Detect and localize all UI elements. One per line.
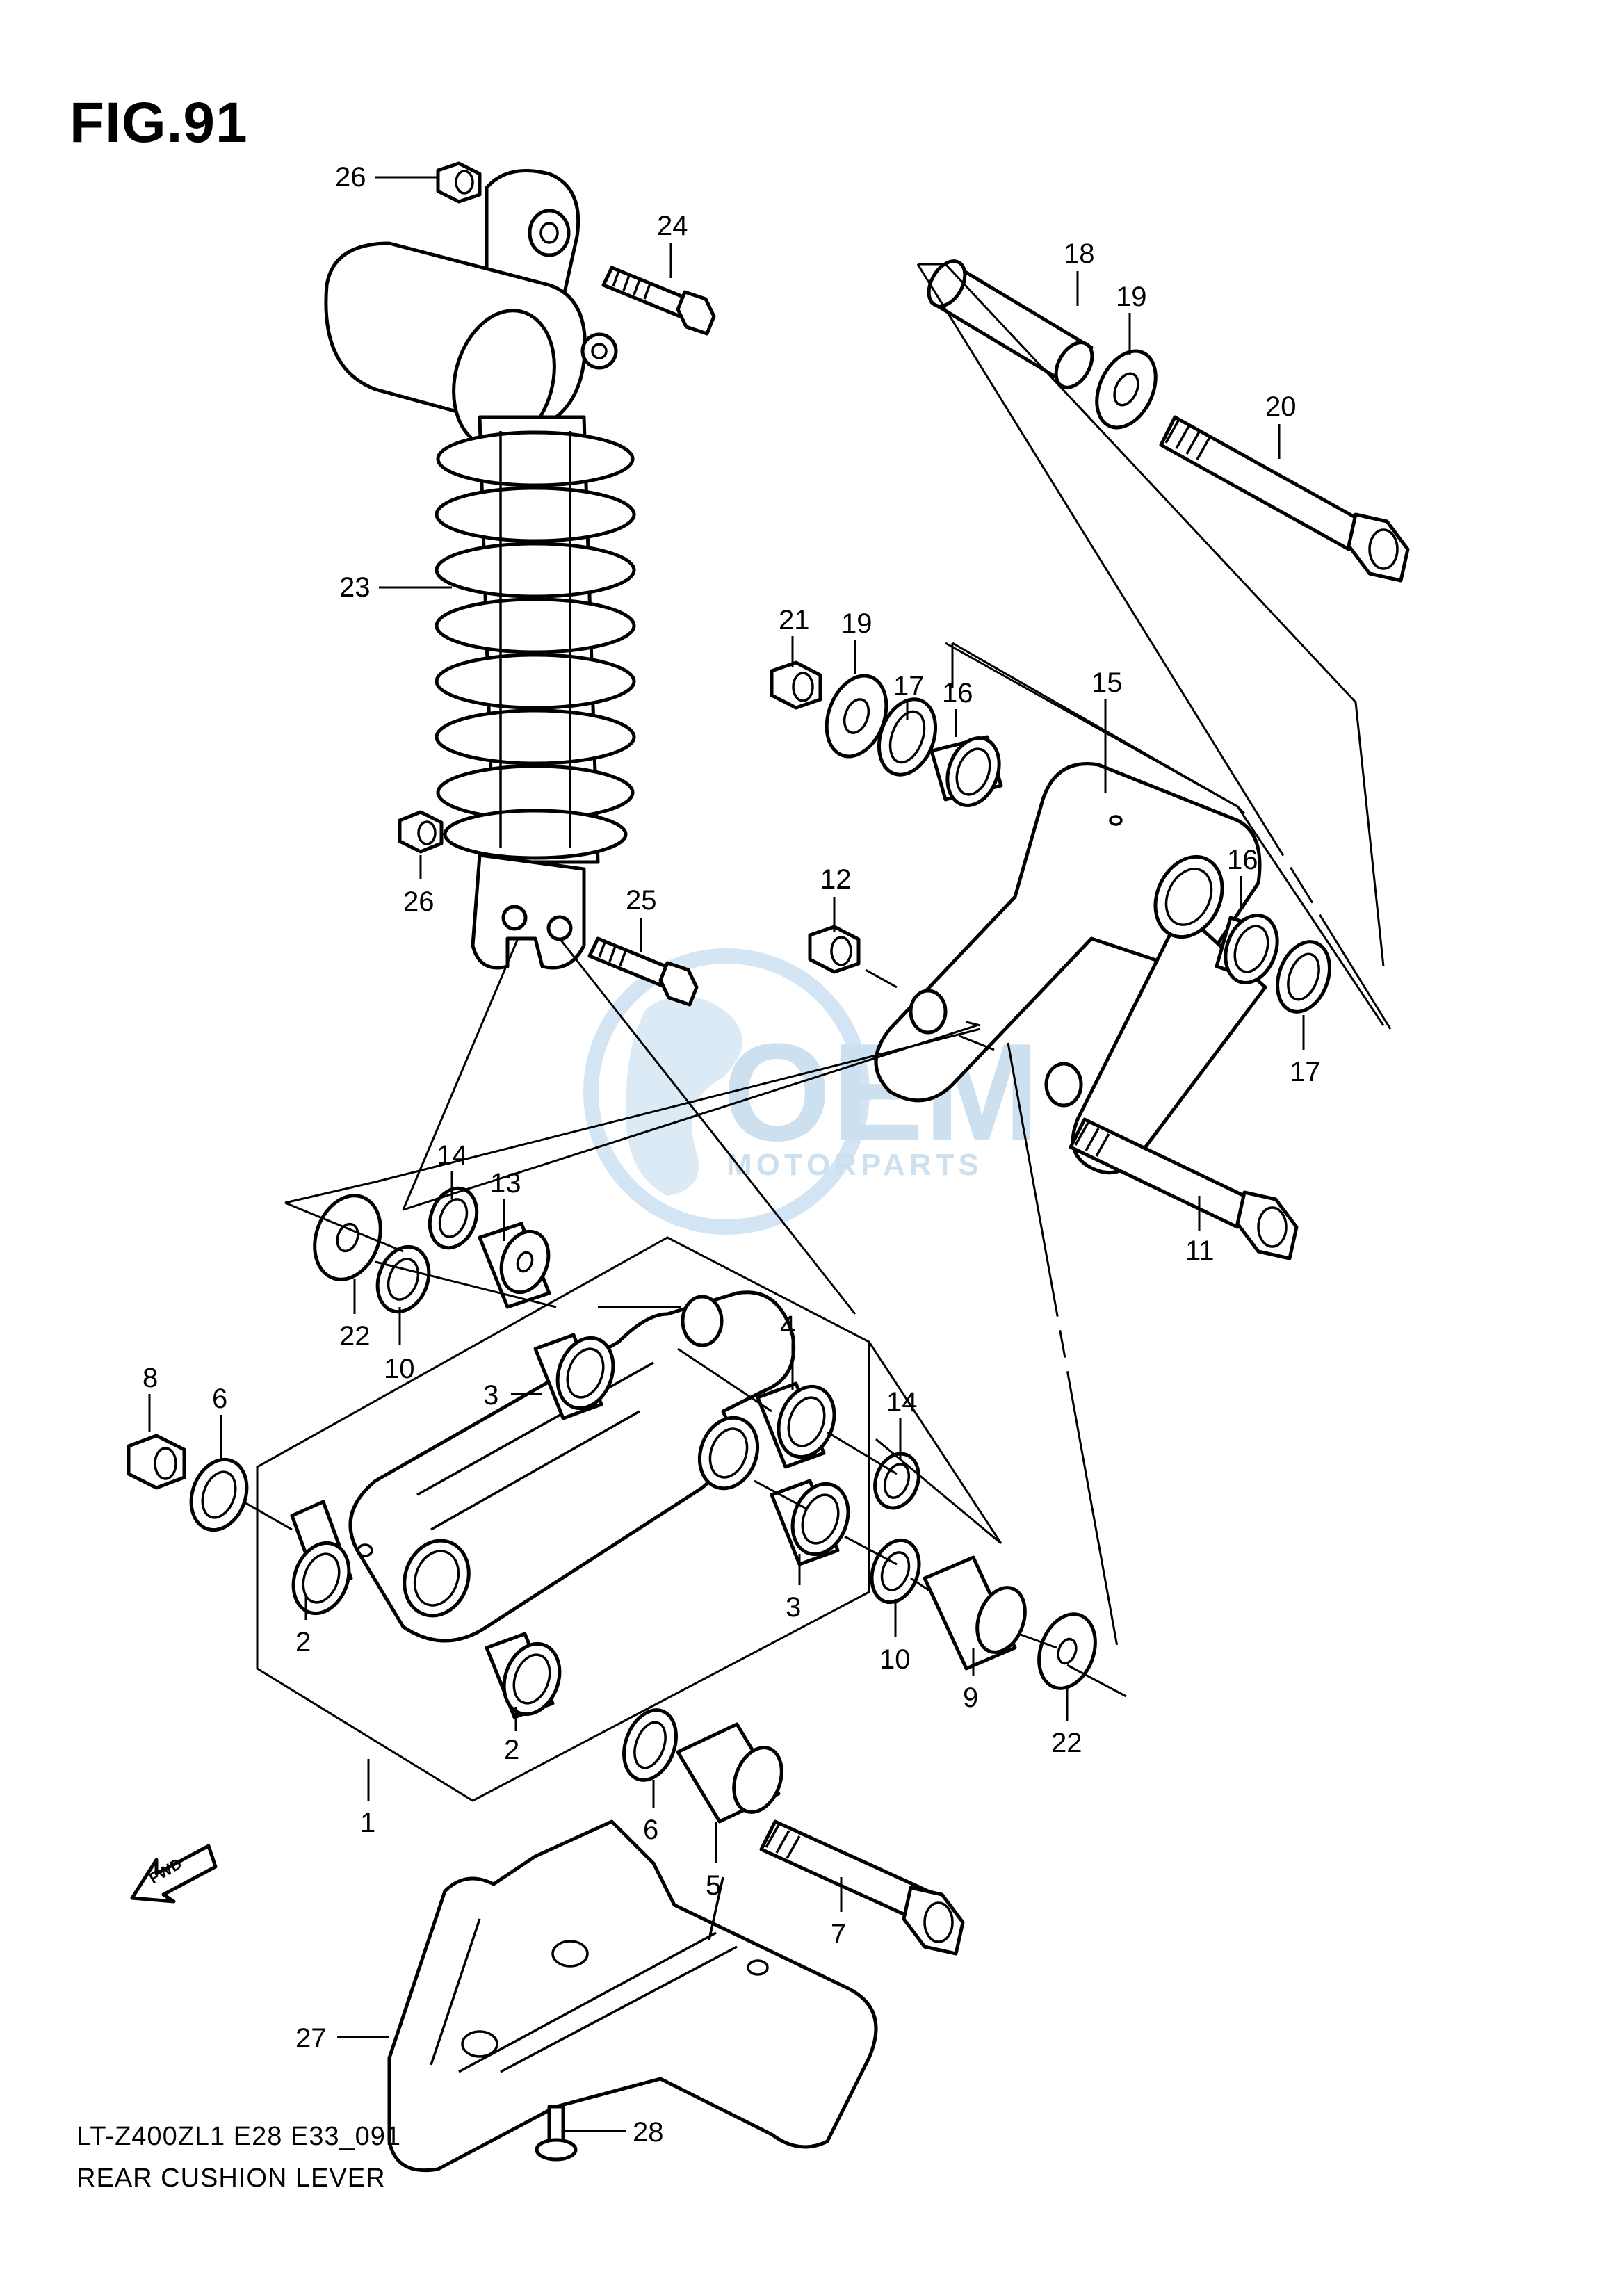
nut-12 (808, 925, 861, 974)
washer-19-top (1095, 349, 1158, 430)
label-11: 11 (1185, 1235, 1215, 1266)
bearing-16-right (1215, 914, 1279, 984)
label-26-top: 26 (335, 162, 366, 193)
washer-6-left (189, 1457, 249, 1532)
bearing-2-left (290, 1500, 353, 1616)
label-19-top: 19 (1116, 282, 1147, 312)
label-18: 18 (1064, 238, 1095, 269)
label-9: 9 (963, 1682, 978, 1713)
label-27: 27 (295, 2023, 327, 2054)
label-16-left: 16 (942, 678, 973, 708)
label-21: 21 (779, 605, 810, 635)
label-5: 5 (706, 1870, 721, 1901)
label-2-left: 2 (295, 1627, 311, 1657)
watermark-tagline: MOTORPARTS (726, 1148, 983, 1182)
bearing-4 (756, 1381, 836, 1469)
bolt-7 (759, 1819, 965, 1956)
fwd-arrow-icon: FWD (130, 1844, 218, 1904)
label-14-lower: 14 (886, 1387, 918, 1418)
label-15: 15 (1091, 667, 1123, 698)
label-16-right: 16 (1227, 845, 1258, 875)
label-23: 23 (339, 572, 371, 603)
guard-27 (387, 1819, 878, 2173)
label-6-left: 6 (212, 1384, 227, 1414)
seal-10-lower (870, 1538, 921, 1605)
washer-22-upper (313, 1194, 382, 1281)
spacer-18 (927, 259, 1094, 389)
seal-10-upper (375, 1244, 431, 1314)
model-code: LT-Z400ZL1 E28 E33_091 (76, 2122, 402, 2151)
label-25: 25 (626, 885, 657, 916)
label-24: 24 (657, 211, 688, 241)
spacer-9 (923, 1555, 1027, 1671)
label-26-bottom: 26 (403, 886, 435, 917)
nut-26-bottom (398, 810, 444, 854)
label-8: 8 (143, 1363, 158, 1393)
cushion-lever-1 (348, 1290, 796, 1643)
part-labels: 26 24 18 19 20 23 21 19 17 16 15 16 17 1… (143, 162, 1321, 2148)
bolt-24 (601, 266, 716, 336)
label-14-upper: 14 (437, 1140, 468, 1171)
label-10-upper: 10 (384, 1354, 415, 1384)
bearing-3-upper (533, 1333, 615, 1420)
rear-shock-absorber (324, 169, 636, 970)
label-1: 1 (360, 1808, 375, 1838)
bearing-16-left (929, 735, 1003, 807)
label-4: 4 (780, 1311, 795, 1341)
label-22-lower: 22 (1051, 1728, 1082, 1758)
figure-title: FIG.91 (70, 91, 248, 154)
label-6-lower: 6 (643, 1815, 658, 1845)
label-20: 20 (1265, 391, 1297, 422)
label-2-right: 2 (504, 1735, 519, 1765)
label-3-lower: 3 (786, 1592, 801, 1623)
seal-17-right (1276, 940, 1331, 1014)
nut-8 (127, 1434, 186, 1490)
bolt-28 (535, 2105, 578, 2162)
cushion-rod-15 (874, 762, 1267, 1175)
label-19-mid: 19 (841, 608, 872, 639)
label-28: 28 (633, 2117, 664, 2148)
assembly-outlines (243, 263, 1392, 1802)
nut-26-top (436, 161, 482, 204)
spacer-13 (478, 1222, 551, 1309)
label-22-upper: 22 (339, 1321, 371, 1352)
bearing-2-right (485, 1632, 562, 1719)
label-7: 7 (831, 1919, 846, 1949)
label-12: 12 (820, 864, 852, 895)
bolt-20 (1159, 415, 1410, 583)
label-3-upper: 3 (483, 1380, 498, 1411)
diagram-description: REAR CUSHION LEVER (76, 2164, 386, 2193)
bolt-11 (1069, 1117, 1299, 1260)
washer-6-lower (622, 1708, 678, 1782)
label-13: 13 (490, 1168, 521, 1199)
label-17-right: 17 (1290, 1057, 1321, 1087)
bolt-25 (587, 936, 699, 1007)
label-17-mid: 17 (893, 671, 925, 702)
leader-lines (148, 176, 1305, 2132)
spacer-5 (676, 1722, 783, 1824)
washer-22-lower (1037, 1612, 1097, 1690)
label-10-lower: 10 (879, 1644, 911, 1675)
bearing-3-lower (770, 1479, 850, 1566)
seal-17-mid (877, 697, 938, 777)
nut-21 (770, 660, 822, 710)
